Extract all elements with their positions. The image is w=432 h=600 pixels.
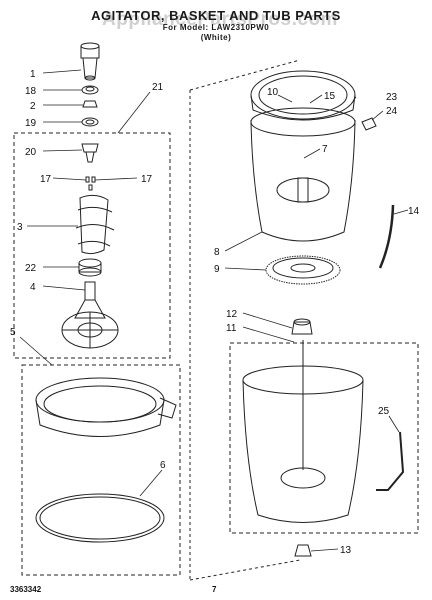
callout-23: 23 bbox=[386, 92, 398, 103]
nut-part bbox=[82, 100, 98, 108]
footer-page-number: 7 bbox=[212, 585, 217, 594]
diagram-title: AGITATOR, BASKET AND TUB PARTS bbox=[91, 8, 341, 23]
callout-5: 5 bbox=[10, 327, 16, 338]
agitator-cap-part bbox=[80, 42, 100, 81]
callout-24: 24 bbox=[386, 106, 398, 117]
callout-6: 6 bbox=[160, 460, 166, 471]
callout-21: 21 bbox=[152, 82, 164, 93]
callout-14: 14 bbox=[408, 206, 420, 217]
washer-part bbox=[81, 117, 99, 127]
outer-tub-group-box bbox=[229, 342, 419, 534]
hose-part bbox=[378, 204, 395, 269]
plate-part bbox=[265, 255, 341, 285]
callout-7: 7 bbox=[322, 144, 328, 155]
diagram-color: (White) bbox=[200, 33, 232, 42]
auger-part bbox=[75, 194, 115, 255]
callout-numbers: 1 18 2 19 20 17 17 3 22 4 21 5 6 10 15 7… bbox=[10, 69, 420, 556]
callout-3: 3 bbox=[17, 222, 23, 233]
callout-10: 10 bbox=[267, 87, 279, 98]
connector-dashed-lines bbox=[189, 59, 301, 581]
callout-13: 13 bbox=[340, 545, 352, 556]
footer-part-number: 3363342 bbox=[10, 585, 42, 594]
tub-nut-part bbox=[294, 544, 312, 557]
bearing-part bbox=[78, 258, 102, 277]
callout-9: 9 bbox=[214, 264, 220, 275]
tub-ring-group-box bbox=[21, 364, 181, 576]
agitator-group-box bbox=[13, 132, 171, 359]
callout-4: 4 bbox=[30, 282, 36, 293]
seal-part bbox=[81, 85, 99, 95]
outer-tub-part bbox=[242, 340, 364, 523]
callout-2: 2 bbox=[30, 101, 36, 112]
dogs-part bbox=[85, 176, 96, 191]
callout-8: 8 bbox=[214, 247, 220, 258]
tub-hose-part bbox=[376, 431, 405, 491]
callout-17-left: 17 bbox=[40, 174, 52, 185]
clip-part bbox=[361, 117, 377, 131]
callout-12: 12 bbox=[226, 309, 238, 320]
diagram-model: For Model: LAW2310PW0 bbox=[162, 23, 270, 32]
callout-19: 19 bbox=[25, 118, 37, 129]
drive-nut-part bbox=[291, 318, 313, 335]
leader-lines bbox=[19, 69, 409, 552]
tub-seal-ring-part bbox=[35, 493, 165, 543]
callout-15: 15 bbox=[324, 91, 336, 102]
tub-ring-part bbox=[35, 377, 177, 437]
basket-top-part bbox=[250, 70, 356, 121]
callout-25: 25 bbox=[378, 406, 390, 417]
callout-11: 11 bbox=[226, 323, 237, 334]
callout-17-right: 17 bbox=[141, 174, 153, 185]
basket-part bbox=[250, 107, 356, 242]
callout-18: 18 bbox=[25, 86, 37, 97]
callout-1: 1 bbox=[30, 69, 36, 80]
callout-22: 22 bbox=[25, 263, 37, 274]
cam-part bbox=[81, 143, 99, 163]
callout-20: 20 bbox=[25, 147, 37, 158]
agitator-base-part bbox=[61, 281, 119, 349]
